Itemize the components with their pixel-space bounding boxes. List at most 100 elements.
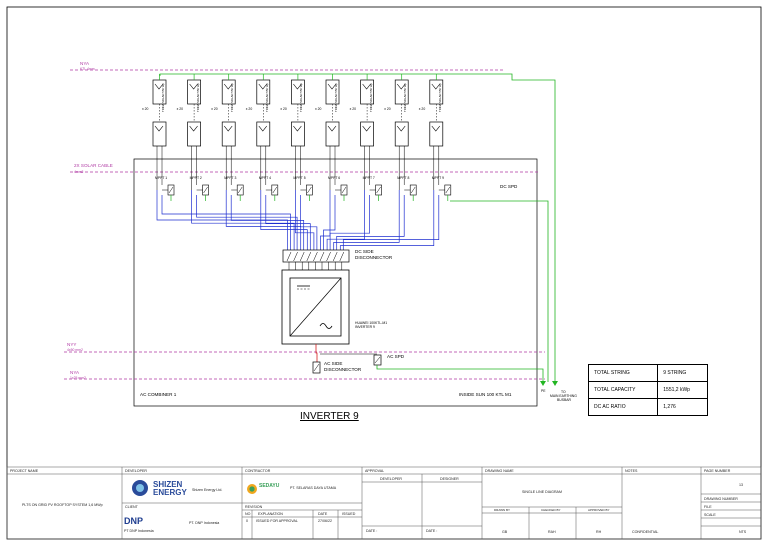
solar-cable-label: 2X SOLAR CABLE — [74, 163, 113, 168]
dc-wire-positive — [156, 190, 288, 250]
dc-wire-negative — [196, 195, 298, 250]
mppt-label: MPPT 6 — [328, 176, 341, 180]
mppt-label: MPPT 1 — [155, 176, 168, 180]
dc-switch-blade — [313, 251, 318, 262]
mppt-label: MPPT 8 — [397, 176, 410, 180]
rev-explanation-header: EXPLANATION — [258, 512, 283, 516]
ac-spd-earth-line — [376, 365, 544, 382]
drawing-name-header: DRAWING NAME — [485, 469, 514, 473]
mppt-label: MPPT 3 — [224, 176, 237, 180]
pv-module-bottom — [221, 121, 236, 147]
dc-spd-label: DC SPD — [500, 184, 518, 189]
solar-cable-sub: 4mm2 — [74, 170, 84, 174]
inside-sun-label: INSIDE SUN 100 KTL M1 — [459, 392, 512, 397]
checked-by: RAH — [548, 530, 556, 534]
inverter-number-label: INVERTER 9 — [355, 325, 375, 329]
dc-spd-mark — [168, 186, 174, 194]
rev-no-header: NO — [245, 512, 251, 516]
module-label: TRINA SOLAR 550 Wp — [264, 83, 269, 112]
pv-module-bottom — [429, 121, 444, 147]
pe-arrow — [540, 381, 546, 386]
ac-wave-symbol — [319, 323, 333, 329]
approval-header: APPROVAL — [365, 469, 385, 473]
dc-wire-negative — [230, 195, 305, 250]
rev-explanation: ISSUED FOR APPROVAL — [256, 519, 298, 523]
dc-spd-mark — [341, 186, 347, 194]
dc-wire-negative — [329, 195, 370, 250]
mppt-label: MPPT 2 — [189, 176, 202, 180]
dc-spd-group — [162, 184, 452, 201]
string-count: x 20 — [176, 107, 184, 111]
nya-bottom-label: NYA — [70, 370, 80, 375]
revision-header: REVISION — [245, 505, 263, 509]
dc-wire-positive — [339, 190, 435, 250]
client-logo: DNP — [124, 516, 144, 526]
dc-switch-blade — [293, 251, 298, 262]
mppt-label: MPPT 4 — [258, 176, 271, 180]
project-name-header: PROJECT NAME — [10, 469, 39, 473]
inverter-enclosure — [133, 158, 538, 407]
approval-date-2: DATE : — [426, 529, 438, 533]
pv-module-diode — [189, 125, 198, 132]
pv-module-bottom — [325, 121, 340, 147]
dc-wire-positive — [333, 190, 400, 250]
rev-issued-header: ISSUED — [342, 512, 356, 516]
rev-date: 27/06/22 — [318, 519, 332, 523]
rev-date-header: DATE — [318, 512, 328, 516]
contractor-logo: SEDAYU — [259, 483, 280, 489]
drawing-name: SINGLE LINE DIAGRAM — [522, 490, 562, 494]
pv-strings — [152, 74, 444, 190]
inverter-outer — [281, 269, 350, 345]
pv-module-diode — [223, 83, 233, 90]
string-count: x 20 — [384, 107, 391, 111]
total-string-label: TOTAL STRING — [587, 364, 659, 382]
approval-designer: DESIGNER — [440, 477, 459, 481]
dc-switch-blade — [306, 251, 312, 262]
module-label: TRINA SOLAR 550 Wp — [334, 83, 338, 112]
project-name: PLTS ON GRID PV ROOFTOP SYSTEM 1,6 MWp — [22, 503, 103, 507]
ac-spd-mark — [374, 356, 381, 364]
dc-wire-positive — [191, 190, 295, 250]
pv-module-diode — [396, 125, 406, 132]
ac-disconnector-blade — [313, 363, 320, 372]
earth-label-2: MAIN EARTHING — [550, 394, 577, 398]
module-label: TRINA SOLAR 550 Wp — [368, 83, 373, 112]
string-count: x 20 — [349, 107, 357, 111]
string-count: x 20 — [418, 107, 426, 111]
dc-wire-positive — [295, 190, 315, 250]
total-capacity-value: 1551,2 kWp — [657, 381, 708, 399]
pv-module-bottom — [187, 121, 201, 147]
dc-spd-earth-line — [450, 200, 549, 382]
client-header: CLIENT — [125, 505, 138, 509]
pv-module-bottom — [152, 121, 167, 147]
module-label: TRINA SOLAR 550 Wp — [161, 83, 165, 112]
dc-spd-mark — [237, 186, 243, 194]
dc-switch-blade — [332, 251, 338, 262]
pv-module-diode — [154, 125, 164, 132]
dc-wire-negative — [342, 195, 440, 250]
dc-disconnector-label-2: DISCONNECTOR — [355, 255, 393, 260]
sedayu-logo-icon-inner — [249, 486, 255, 492]
dc-wire-negative — [265, 195, 311, 250]
dc-wire-negative — [323, 195, 336, 250]
inverter-model-label: HUAWEI 100KTL-M1 — [355, 321, 388, 325]
string-count: x 20 — [280, 107, 287, 111]
dc-spd-mark — [410, 186, 416, 194]
pv-module-diode — [396, 83, 406, 90]
earth-line-top — [159, 73, 556, 382]
module-label: TRINA SOLAR 550 Wp — [230, 83, 235, 112]
dc-switch-blade — [286, 251, 292, 262]
dc-wiring — [156, 190, 440, 270]
dc-wire-positive — [320, 190, 331, 250]
dc-switch-blade — [326, 251, 331, 262]
earth-busbar-arrow — [552, 381, 558, 386]
string-count: x 20 — [315, 107, 322, 111]
string-count: x 20 — [245, 107, 253, 111]
page-number-header: PAGE NUMBER — [704, 469, 731, 473]
dc-ac-ratio-label: DC AC RATIO — [587, 398, 659, 416]
pv-module-diode — [189, 83, 198, 90]
